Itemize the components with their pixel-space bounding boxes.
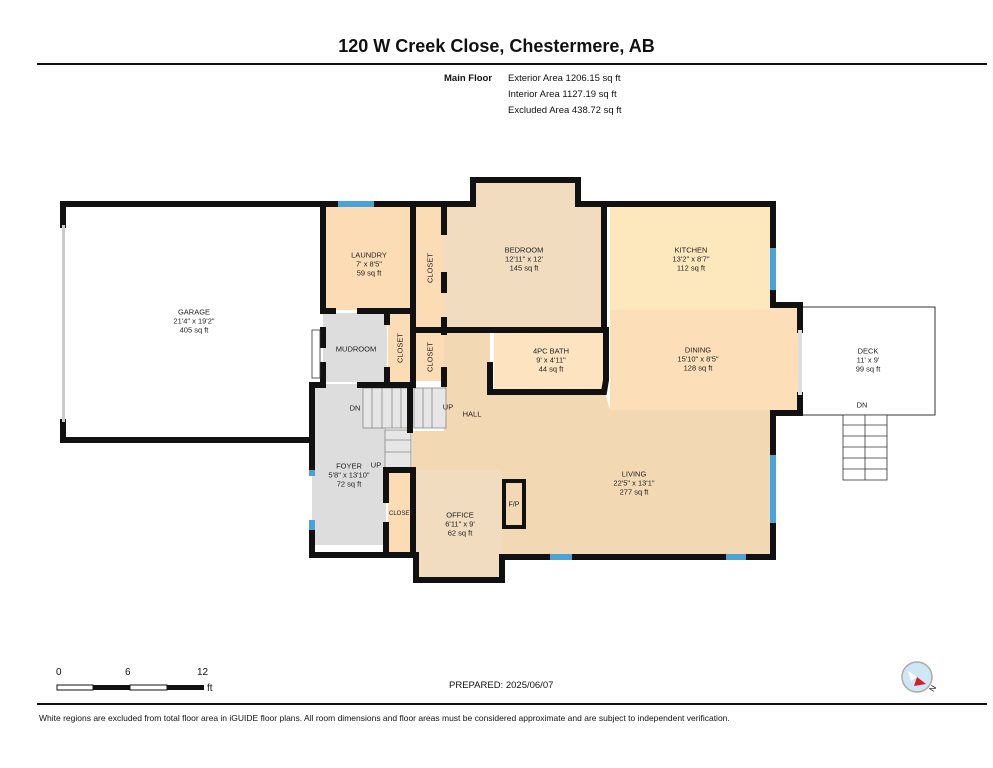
room-dims: 9' x 4'11" — [536, 355, 566, 365]
windows — [309, 201, 776, 560]
room-area: 277 sq ft — [619, 487, 649, 497]
closet-label: CLOSET — [425, 252, 435, 284]
scale-tick: 6 — [125, 667, 131, 678]
scale-tick: 0 — [56, 667, 62, 678]
scale-tick: 12 — [197, 667, 209, 678]
header-divider — [37, 63, 987, 65]
closet-floor — [416, 206, 444, 328]
excluded-area: Excluded Area 438.72 sq ft — [508, 105, 622, 116]
closet-floor — [388, 313, 412, 382]
room-dims: 7' x 8'5" — [356, 259, 382, 269]
deck-stairs — [842, 414, 888, 481]
kitchen-floor — [610, 206, 773, 310]
room-area: 405 sq ft — [179, 325, 209, 335]
garage-floor — [63, 206, 323, 439]
room-name: KITCHEN — [674, 245, 708, 255]
deck-door — [798, 330, 802, 395]
room-name: LIVING — [621, 469, 647, 479]
side-door — [311, 329, 321, 379]
closet-floor — [388, 471, 412, 553]
room-dims: 11' x 9' — [856, 355, 880, 365]
room-dims: 22'5" x 13'1" — [613, 478, 655, 488]
room-area: 44 sq ft — [538, 364, 564, 374]
disclaimer: White regions are excluded from total fl… — [39, 713, 730, 723]
walls — [60, 177, 803, 583]
room-area: 145 sq ft — [509, 263, 539, 273]
deck-stairs-dn-label: DN — [856, 400, 868, 410]
page-title: 120 W Creek Close, Chestermere, AB — [338, 36, 655, 56]
room-area: 99 sq ft — [855, 364, 881, 374]
floor-label: Main Floor — [444, 73, 493, 84]
room-name: 4PC BATH — [532, 346, 570, 356]
interior-area: Interior Area 1127.19 sq ft — [508, 89, 617, 100]
stairs-up-label: UP — [370, 460, 382, 470]
fireplace-label: F/P — [508, 501, 520, 509]
room-name: LAUNDRY — [351, 250, 387, 260]
deck-outline — [799, 306, 936, 416]
room-dims: 21'4" x 19'2" — [173, 316, 215, 326]
room-dims: 13'2" x 8'7" — [672, 254, 710, 264]
dining-floor — [610, 304, 800, 410]
office-floor — [416, 470, 502, 580]
closet-label: CLOSET — [388, 511, 414, 517]
room-dims: 15'10" x 8'5" — [677, 354, 719, 364]
room-area: 62 sq ft — [447, 528, 473, 538]
room-name: DECK — [857, 346, 879, 356]
room-name: FOYER — [336, 461, 362, 471]
room-area: 59 sq ft — [356, 268, 382, 278]
prepared-date: PREPARED: 2025/06/07 — [449, 680, 554, 691]
bath-floor — [494, 333, 604, 391]
hall-label: HALL — [462, 409, 482, 419]
room-name: DINING — [684, 345, 712, 355]
room-dims: 5'8" x 13'10" — [328, 470, 370, 480]
laundry-floor — [323, 206, 413, 310]
garage-door — [62, 225, 65, 422]
room-area: 112 sq ft — [676, 263, 706, 273]
stairs-up-label: UP — [442, 402, 454, 412]
room-area: 128 sq ft — [683, 363, 713, 373]
closet-label: CLOSET — [395, 332, 405, 364]
compass: N — [900, 660, 940, 705]
closet-label: CLOSET — [425, 341, 435, 373]
scale-unit: ft — [207, 683, 213, 694]
stairs-down-label: DN — [349, 403, 361, 413]
room-name: BEDROOM — [504, 245, 544, 255]
room-mudroom: MUDROOM — [335, 344, 377, 354]
room-dims: 12'11" x 12' — [505, 254, 543, 264]
bedroom-floor — [444, 181, 602, 328]
compass-icon — [901, 661, 933, 693]
room-name: OFFICE — [446, 510, 474, 520]
footer-divider — [37, 703, 987, 705]
room-area: 72 sq ft — [336, 479, 362, 489]
room-dims: 6'11" x 9' — [445, 519, 475, 529]
mudroom-floor — [323, 313, 387, 382]
room-name: GARAGE — [177, 307, 211, 317]
stairs — [362, 387, 447, 469]
scale-bar-graphic — [56, 684, 204, 691]
exterior-area: Exterior Area 1206.15 sq ft — [508, 73, 621, 84]
closet-floor — [416, 331, 444, 381]
